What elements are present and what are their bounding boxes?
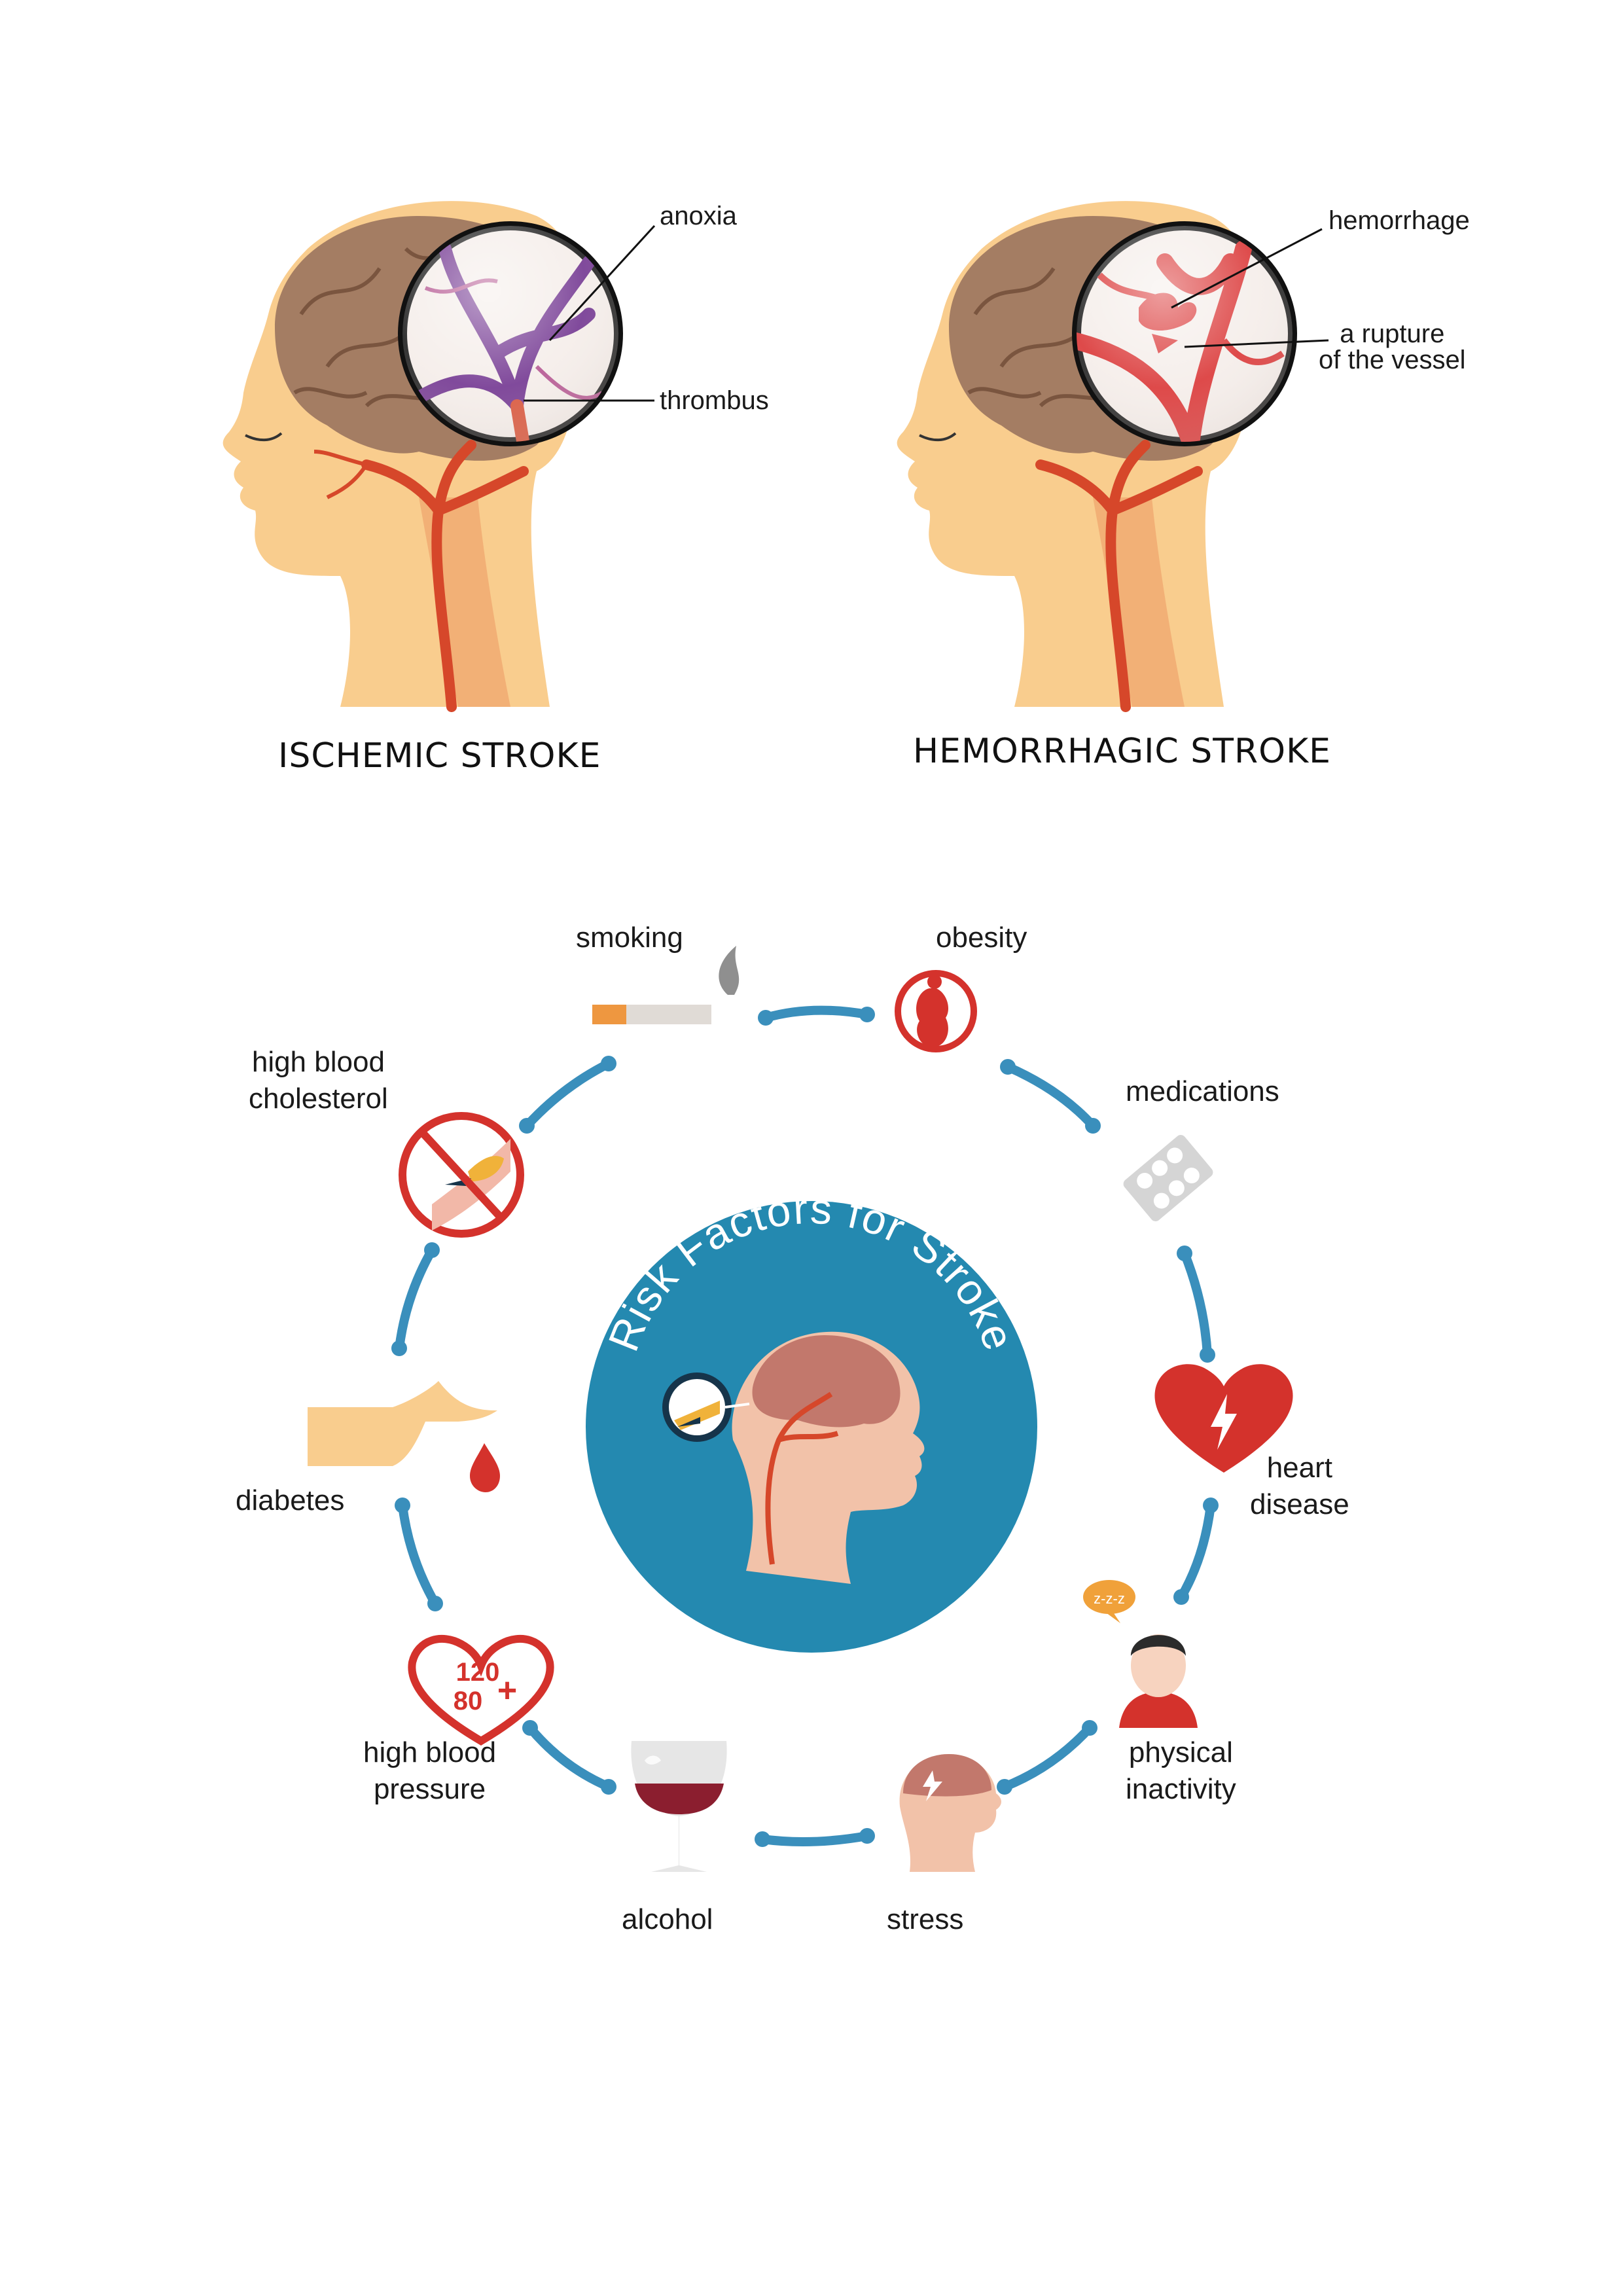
connector-stress-alcohol	[758, 1831, 872, 1846]
ischemic-head-illustration	[223, 201, 656, 712]
factor-high-blood-pressure: high blood pressure	[363, 1734, 496, 1808]
connector-diabetes-cholesterol	[395, 1246, 437, 1353]
blood-pressure-heart-icon: 120 80 +	[408, 1635, 554, 1746]
stress-lightning-icon	[923, 1770, 942, 1801]
cholesterol-artery-icon	[399, 1112, 524, 1238]
risk-wheel-connectors	[395, 1005, 1215, 1846]
factor-heart-disease-line2: disease	[1250, 1488, 1349, 1520]
connector-heart-inactivity	[1177, 1501, 1215, 1602]
hemorrhagic-stroke-title: HEMORRHAGIC STROKE	[913, 732, 1332, 771]
connector-obesity-medications	[1003, 1062, 1097, 1130]
factor-medications: medications	[1126, 1075, 1279, 1107]
factor-high-blood-pressure-line2: pressure	[373, 1773, 486, 1805]
factor-physical-inactivity-line2: inactivity	[1126, 1773, 1236, 1805]
label-thrombus: thrombus	[660, 386, 769, 415]
closed-eye	[245, 432, 283, 442]
label-anoxia: anoxia	[660, 202, 737, 230]
leader-rupture	[1184, 339, 1329, 348]
factor-high-blood-cholesterol-line1: high blood	[251, 1046, 385, 1078]
pill-blister-icon	[1123, 1135, 1213, 1221]
cigarette-icon	[592, 946, 740, 1024]
sleep-bubble-text: z-z-z	[1094, 1590, 1125, 1607]
label-rupture: a rupture of the vessel	[1319, 321, 1466, 373]
connector-cholesterol-smoking	[522, 1059, 613, 1130]
brain-folds	[293, 247, 486, 408]
lightning-icon	[1211, 1394, 1237, 1450]
center-disc	[586, 1201, 1037, 1653]
leader-hemorrhage	[1171, 228, 1323, 309]
factor-heart-disease-line1: heart	[1266, 1452, 1332, 1484]
hemorrhagic-head-illustration	[897, 201, 1329, 712]
factor-high-blood-cholesterol: high blood cholesterol	[249, 1044, 388, 1117]
factor-smoking: smoking	[576, 922, 683, 954]
heart-disease-icon	[1154, 1364, 1293, 1473]
label-hemorrhage: hemorrhage	[1329, 206, 1470, 235]
factor-stress: stress	[887, 1903, 964, 1935]
ischemic-stroke-title: ISCHEMIC STROKE	[278, 736, 601, 776]
wine-glass-icon	[631, 1741, 727, 1872]
connector-smoking-obesity	[761, 1005, 872, 1022]
connector-alcohol-bp	[526, 1723, 613, 1791]
connector-bp-diabetes	[398, 1501, 440, 1608]
connector-inactivity-stress	[1000, 1723, 1094, 1791]
sleep-zzz: z-z-z	[1094, 1590, 1125, 1607]
connector-end-dots	[391, 1007, 1219, 1847]
factor-alcohol: alcohol	[622, 1903, 713, 1935]
closed-eye-right	[919, 432, 957, 442]
leader-anoxia	[548, 224, 656, 342]
bp-top-number: 120	[456, 1658, 500, 1687]
label-rupture-line1: a rupture	[1340, 319, 1445, 348]
artery-network-right	[1035, 440, 1203, 712]
factor-obesity: obesity	[936, 922, 1027, 954]
bp-plus-sign: +	[497, 1672, 517, 1710]
bp-bottom-number: 80	[454, 1687, 483, 1715]
factor-diabetes: diabetes	[236, 1484, 345, 1516]
label-rupture-line2: of the vessel	[1319, 346, 1466, 374]
factor-heart-disease: heart disease	[1250, 1450, 1349, 1523]
stress-head-icon	[899, 1754, 1001, 1872]
finger-prick-icon	[308, 1381, 500, 1492]
connector-medications-heart	[1180, 1249, 1212, 1359]
center-brain	[752, 1335, 901, 1427]
factor-physical-inactivity-line1: physical	[1128, 1736, 1233, 1768]
artery-network	[361, 440, 529, 712]
factor-physical-inactivity: physical inactivity	[1126, 1734, 1236, 1808]
blood-drop-icon	[470, 1443, 500, 1492]
factor-high-blood-pressure-line1: high blood	[363, 1736, 497, 1768]
factor-high-blood-cholesterol-line2: cholesterol	[249, 1083, 388, 1115]
smoke-icon	[719, 946, 740, 995]
obesity-icon	[895, 970, 977, 1052]
sleeping-person-icon	[1083, 1580, 1198, 1728]
